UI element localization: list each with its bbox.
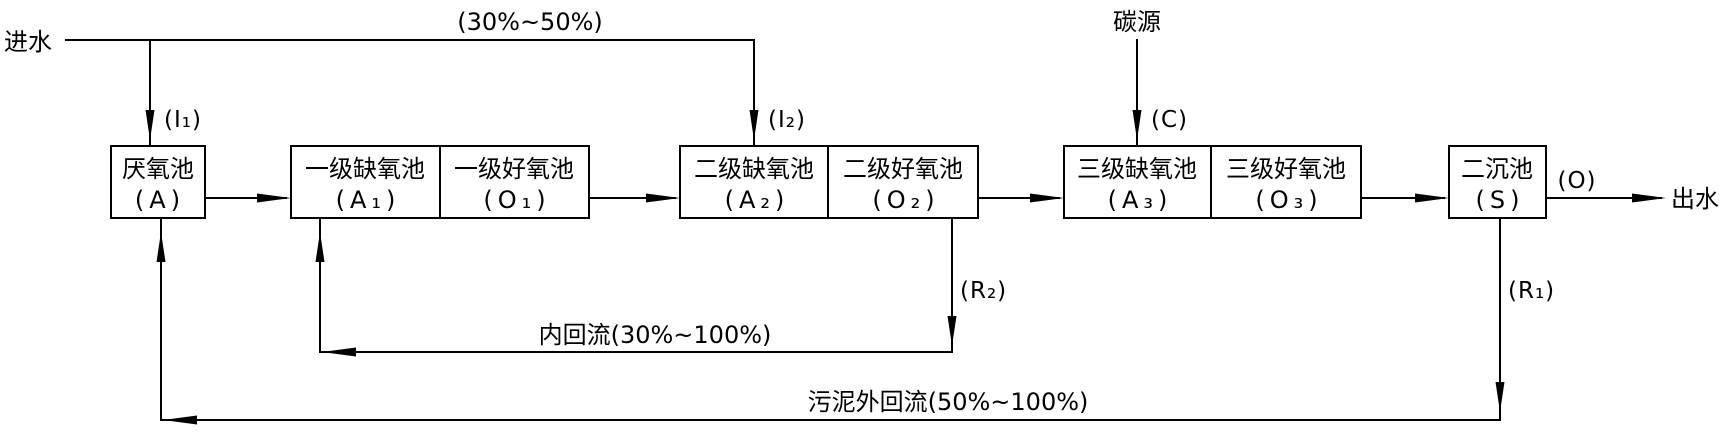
internal-recycle-label: 内回流(30%~100%) xyxy=(539,321,772,349)
aerobic-3-code: (O₃) xyxy=(1255,186,1322,214)
clarifier-tank: 二沉池 (S) xyxy=(1448,145,1547,219)
effluent-group: (O) 出水 xyxy=(1545,168,1719,213)
influent-label: 进水 xyxy=(4,28,52,56)
step-feed-ratio-label: (30%~50%) xyxy=(457,8,603,36)
carbon-source-arrowhead xyxy=(1132,110,1142,140)
carbon-source-stream-label: (C) xyxy=(1151,107,1188,133)
carbon-source-group: 碳源 (C) xyxy=(1113,8,1188,147)
sludge-recycle-riser-arrowhead xyxy=(156,232,166,262)
anoxic-2-name: 二级缺氧池 xyxy=(694,155,814,183)
anaerobic-tank-box xyxy=(110,145,206,219)
flow-arrowhead-stage3-to-clarifier xyxy=(1415,193,1449,203)
r1-label: (R₁) xyxy=(1508,278,1555,304)
aerobic-1-name: 一级好氧池 xyxy=(454,155,574,183)
feed-i2-label: (I₂) xyxy=(768,107,806,133)
aerobic-3-name: 三级好氧池 xyxy=(1226,155,1346,183)
feed-i1-label: (I₁) xyxy=(164,107,202,133)
feed-i2-arrowhead xyxy=(749,110,759,140)
anoxic-3-code: (A₃) xyxy=(1108,186,1173,214)
r1-arrowhead xyxy=(1495,382,1505,412)
carbon-source-label: 碳源 xyxy=(1113,8,1161,36)
aerobic-2-name: 二级好氧池 xyxy=(843,155,963,183)
effluent-arrowhead xyxy=(1632,193,1666,203)
sludge-recycle-group: (R₁) 污泥外回流(50%~100%) xyxy=(156,217,1555,425)
stage3-box xyxy=(1063,145,1362,219)
aerobic-2-code: (O₂) xyxy=(872,186,939,214)
internal-recycle-arrowhead xyxy=(322,347,356,357)
clarifier-code: (S) xyxy=(1476,186,1525,214)
influent-group: 进水 (30%~50%) (I₁) (I₂) xyxy=(4,8,806,147)
internal-recycle-group: (R₂) 内回流(30%~100%) xyxy=(315,217,1007,357)
clarifier-box xyxy=(1448,145,1547,219)
flow-arrowhead-stage2-to-stage3 xyxy=(1030,193,1064,203)
flow-arrowhead-stage1-to-stage2 xyxy=(646,193,680,203)
stage3-tank: 三级缺氧池 (A₃) 三级好氧池 (O₃) xyxy=(1063,145,1362,219)
anaerobic-tank-code: (A) xyxy=(135,186,185,214)
anoxic-2-code: (A₂) xyxy=(725,186,790,214)
anaerobic-tank: 厌氧池 (A) xyxy=(110,145,206,219)
r2-arrowhead xyxy=(947,316,957,346)
clarifier-name: 二沉池 xyxy=(1461,155,1533,183)
feed-i1-arrowhead xyxy=(145,110,155,140)
sludge-recycle-label: 污泥外回流(50%~100%) xyxy=(808,388,1089,416)
anoxic-3-name: 三级缺氧池 xyxy=(1077,155,1197,183)
stage1-tank: 一级缺氧池 (A₁) 一级好氧池 (O₁) xyxy=(290,145,590,219)
sludge-recycle-arrowhead xyxy=(163,415,197,425)
effluent-label: 出水 xyxy=(1671,185,1719,213)
anoxic-1-name: 一级缺氧池 xyxy=(305,155,425,183)
anoxic-1-code: (A₁) xyxy=(336,186,401,214)
flow-arrowhead-anaerobic-to-stage1 xyxy=(257,193,291,203)
stage2-tank: 二级缺氧池 (A₂) 二级好氧池 (O₂) xyxy=(679,145,979,219)
internal-recycle-riser-arrowhead xyxy=(315,232,325,262)
anaerobic-tank-name: 厌氧池 xyxy=(122,155,194,183)
effluent-stream-label: (O) xyxy=(1557,168,1596,194)
r2-label: (R₂) xyxy=(960,278,1007,304)
aerobic-1-code: (O₁) xyxy=(483,186,550,214)
